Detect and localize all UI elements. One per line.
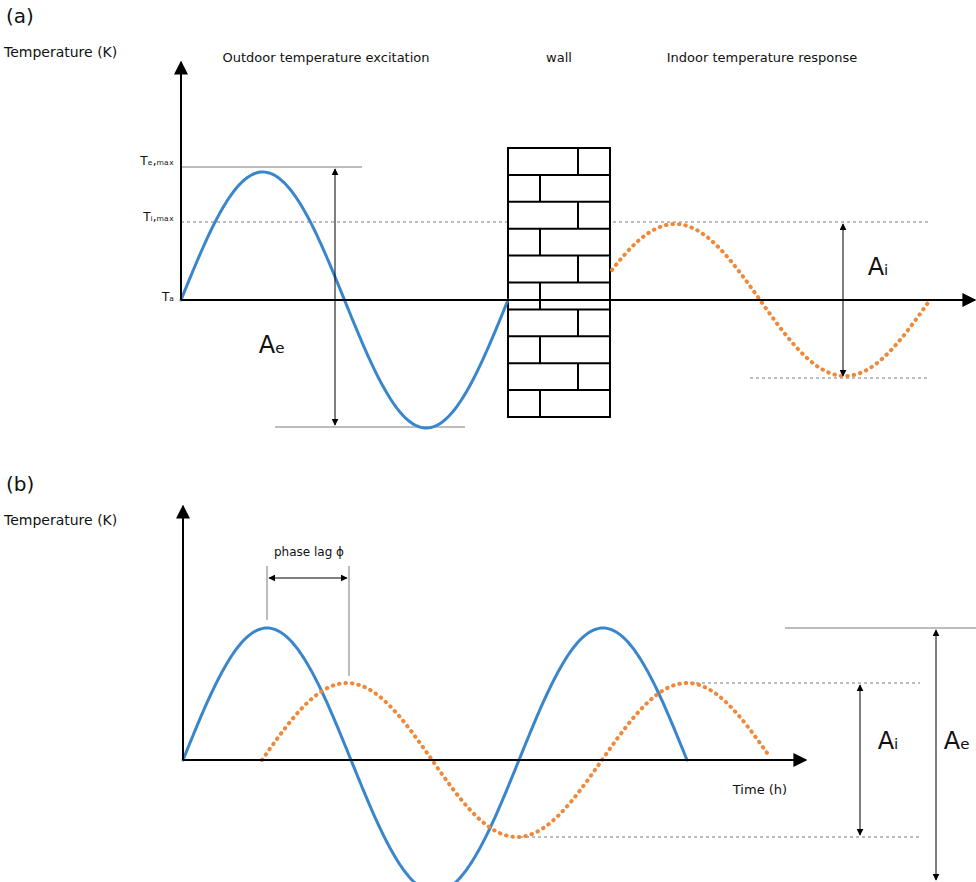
axis-arrow [335, 169, 336, 425]
brick-joint [577, 202, 579, 229]
temperature-curve [183, 628, 687, 882]
guide-line [267, 566, 268, 620]
section-heading: Outdoor temperature excitation [222, 51, 429, 66]
brick-joint [577, 363, 579, 390]
brick-joint [508, 174, 610, 176]
brick-joint [508, 228, 610, 230]
amplitude-label: Aᵢ [878, 728, 899, 756]
wall-outline [508, 148, 610, 417]
brick-joint [539, 175, 541, 202]
temperature-mark: Tₐ [162, 291, 174, 305]
guide-line [349, 566, 350, 676]
guide-line [520, 837, 920, 838]
brick-joint [539, 336, 541, 363]
guide-line [750, 378, 930, 379]
axis-arrow [936, 630, 937, 880]
axis-arrow [843, 224, 844, 376]
amplitude-label: Aᵢ [868, 254, 889, 282]
panel-letter: (a) [6, 5, 34, 28]
amplitude-label: Aₑ [944, 728, 970, 756]
brick-joint [577, 256, 579, 283]
brick-joint [577, 309, 579, 336]
brick-joint [508, 389, 610, 391]
brick-joint [508, 362, 610, 364]
phase-lag-label: phase lag ϕ [274, 546, 344, 560]
brick-joint [508, 255, 610, 257]
axis-title: Time (h) [733, 783, 787, 798]
section-heading: wall [546, 51, 572, 66]
brick-joint [508, 201, 610, 203]
brick-joint [577, 148, 579, 175]
panel-letter: (b) [6, 473, 34, 496]
axis-arrow [182, 506, 184, 760]
guide-line [181, 167, 362, 168]
brick-joint [539, 390, 541, 417]
axis-arrow [183, 759, 806, 761]
temperature-mark: Tₑ,ₘₐₓ [140, 155, 174, 169]
amplitude-label: Aₑ [259, 332, 285, 360]
brick-joint [508, 335, 610, 337]
sine-curves [181, 172, 930, 882]
axis-title: Temperature (K) [4, 512, 117, 528]
brick-joint [539, 229, 541, 256]
brick-joint [539, 283, 541, 310]
axis-arrow [180, 62, 182, 300]
axis-arrow [860, 685, 861, 835]
guide-line [690, 683, 920, 684]
temperature-mark: Tᵢ,ₘₐₓ [143, 211, 174, 225]
guide-lines [181, 167, 976, 837]
axis-arrow [269, 578, 347, 579]
brick-joint [508, 282, 610, 284]
axis-title: Temperature (K) [4, 44, 117, 60]
brick-joint [508, 308, 610, 310]
axis-arrow [181, 299, 975, 301]
guide-line [785, 628, 976, 629]
brick-wall [508, 148, 610, 417]
section-heading: Indoor temperature response [667, 51, 858, 66]
axes [181, 62, 975, 880]
